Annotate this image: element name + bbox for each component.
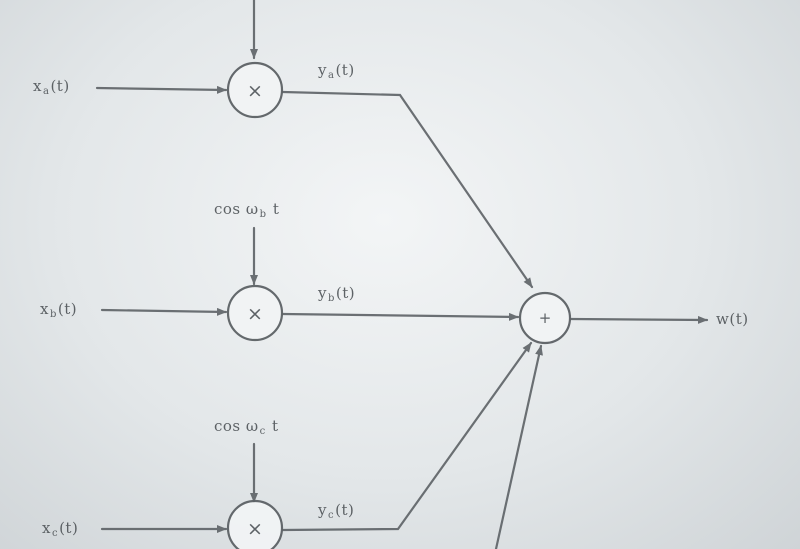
product-a-wire <box>281 90 534 289</box>
input-a-arrow <box>95 85 228 94</box>
output-arrow <box>569 315 709 324</box>
multiplier-b <box>226 284 284 342</box>
product-b-wire <box>281 312 520 321</box>
input-b-arrow <box>100 307 228 316</box>
adder-symbol: + <box>539 309 552 327</box>
multiplier-a-symbol: × <box>247 80 263 102</box>
input-label-b: xb(t) <box>40 300 78 320</box>
product-label-c: yc(t) <box>318 501 355 521</box>
product-c-wire <box>281 341 533 532</box>
extra-input-arrow <box>494 344 543 549</box>
multiplier-b-symbol: × <box>247 303 263 325</box>
carrier-label-b: cos ωb t <box>214 200 280 220</box>
input-label-a: xa(t) <box>33 77 70 97</box>
product-label-a: ya(t) <box>318 61 355 81</box>
multiplier-c-symbol: × <box>247 518 263 540</box>
carrier-label-c: cos ωc t <box>214 417 279 437</box>
output-label: w(t) <box>716 310 749 328</box>
multiplier-c <box>226 499 284 549</box>
product-label-b: yb(t) <box>318 284 356 304</box>
input-label-c: xc(t) <box>42 519 79 539</box>
multiplier-a <box>226 61 284 119</box>
adder-block <box>518 291 572 345</box>
